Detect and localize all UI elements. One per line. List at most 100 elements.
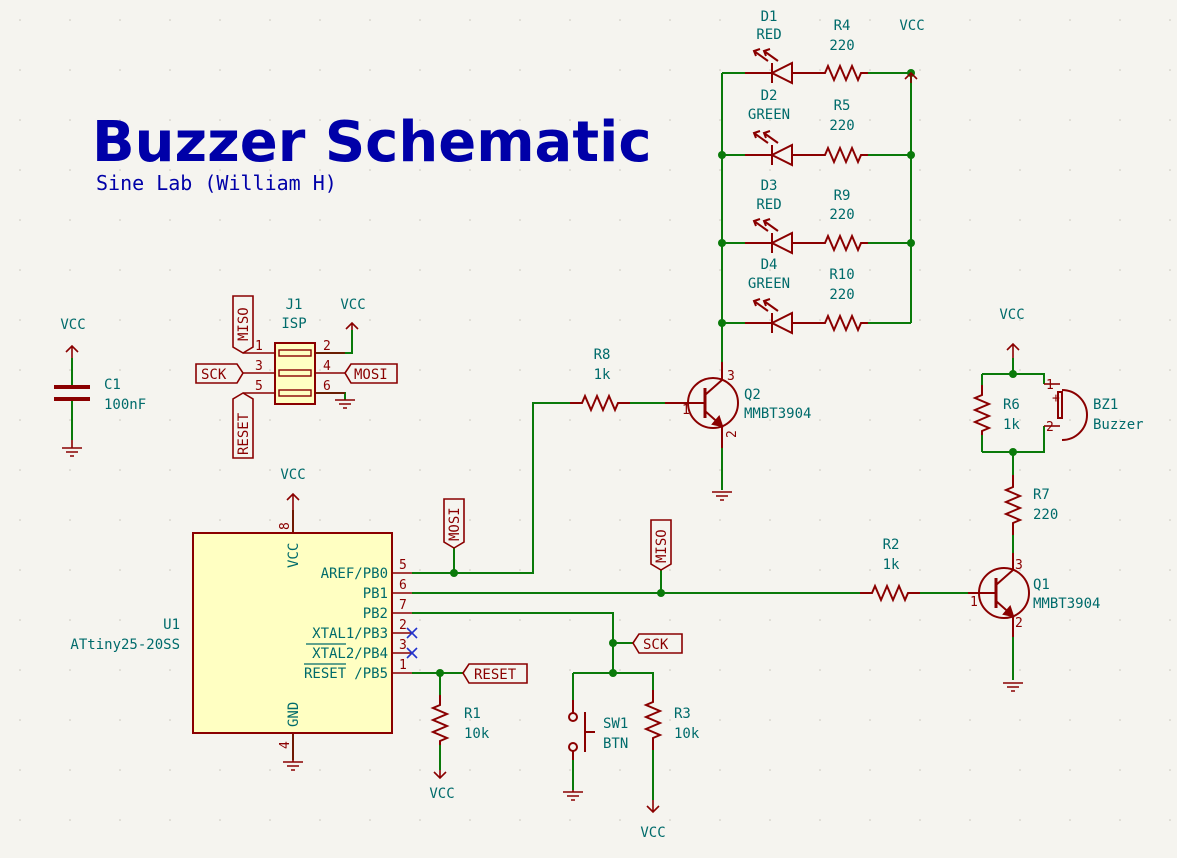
grid-dot <box>1169 319 1171 321</box>
grid-dot <box>819 69 821 71</box>
grid-dot <box>519 169 521 171</box>
q1-pin1: 1 <box>970 595 978 610</box>
grid-dot <box>1169 819 1171 821</box>
grid-dot <box>1169 719 1171 721</box>
grid-dot <box>219 219 221 221</box>
bz1-pin2: 2 <box>1046 420 1054 435</box>
grid-dot <box>1119 169 1121 171</box>
net-label-shapes <box>195 295 683 684</box>
grid-dot <box>1169 669 1171 671</box>
grid-dot <box>219 519 221 521</box>
grid-dot <box>219 769 221 771</box>
r10-ref: R10 <box>829 267 854 283</box>
grid-dot <box>869 769 871 771</box>
r3-ref: R3 <box>674 706 691 722</box>
grid-dot <box>19 219 21 221</box>
grid-dot <box>469 619 471 621</box>
grid-dot <box>769 769 771 771</box>
grid-dot <box>269 119 271 121</box>
grid-dot <box>69 119 71 121</box>
grid-dot <box>1169 619 1171 621</box>
grid-dot <box>219 819 221 821</box>
grid-dot <box>169 619 171 621</box>
d2-value: GREEN <box>748 107 790 123</box>
grid-dot <box>669 419 671 421</box>
net-label-sck-j1: SCK <box>201 367 227 383</box>
grid-dot <box>869 19 871 21</box>
grid-dot <box>569 519 571 521</box>
grid-dot <box>1019 669 1021 671</box>
grid-dot <box>769 169 771 171</box>
grid-dot <box>169 519 171 521</box>
grid-dot <box>469 119 471 121</box>
connector-j1 <box>243 342 345 405</box>
grid-dot <box>619 369 621 371</box>
grid-dot <box>269 169 271 171</box>
vcc-label-c1: VCC <box>60 317 85 333</box>
grid-dot <box>569 19 571 21</box>
d2-ref: D2 <box>761 88 778 104</box>
grid-dot <box>219 169 221 171</box>
grid-dot <box>719 119 721 121</box>
grid-dot <box>669 119 671 121</box>
grid-dot <box>919 319 921 321</box>
grid-dot <box>1019 619 1021 621</box>
grid-dot <box>769 569 771 571</box>
grid-dot <box>769 419 771 421</box>
q2-pin3: 3 <box>727 369 735 384</box>
grid-dot <box>919 719 921 721</box>
grid-dot <box>119 669 121 671</box>
grid-dot <box>569 469 571 471</box>
grid-dot <box>1069 369 1071 371</box>
grid-dot <box>969 519 971 521</box>
bz1-plus: + <box>1052 391 1060 406</box>
grid-dot <box>769 319 771 321</box>
grid-dot <box>919 669 921 671</box>
r2-value: 1k <box>883 557 900 573</box>
grid-dot <box>19 319 21 321</box>
grid-dot <box>469 469 471 471</box>
grid-dot <box>69 19 71 21</box>
u1-pin-gnd-name: GND <box>286 702 302 727</box>
grid-dot <box>869 319 871 321</box>
grid-dot <box>19 569 21 571</box>
grid-dot <box>719 369 721 371</box>
grid-dot <box>719 269 721 271</box>
grid-dot <box>619 569 621 571</box>
grid-dot <box>969 169 971 171</box>
grid-dot <box>569 769 571 771</box>
grid-dot <box>569 419 571 421</box>
grid-dot <box>919 569 921 571</box>
grid-dot <box>719 169 721 171</box>
grid-dot <box>319 19 321 21</box>
grid-dot <box>1169 419 1171 421</box>
grid-dot <box>19 519 21 521</box>
grid-dot <box>819 369 821 371</box>
grid-dot <box>619 219 621 221</box>
grid-dot <box>369 19 371 21</box>
grid-dot <box>619 419 621 421</box>
grid-dot <box>519 769 521 771</box>
grid-dot <box>369 319 371 321</box>
grid-dot <box>619 269 621 271</box>
j1-pin5: 5 <box>255 379 263 394</box>
grid-dot <box>969 419 971 421</box>
grid-dot <box>319 519 321 521</box>
u1-value: ATtiny25-20SS <box>70 637 180 653</box>
q2-ref: Q2 <box>744 387 761 403</box>
grid-dot <box>19 169 21 171</box>
led-d1 <box>745 48 815 85</box>
grid-dot <box>219 319 221 321</box>
grid-dot <box>619 169 621 171</box>
grid-dot <box>919 769 921 771</box>
grid-dot <box>169 569 171 571</box>
chip-u1 <box>192 510 418 755</box>
grid-dot <box>1069 169 1071 171</box>
grid-dot <box>19 819 21 821</box>
grid-dot <box>519 319 521 321</box>
grid-dot <box>1119 819 1121 821</box>
grid-dot <box>919 69 921 71</box>
grid-dot <box>369 269 371 271</box>
resistor-r10 <box>815 313 868 333</box>
grid-dot <box>419 819 421 821</box>
